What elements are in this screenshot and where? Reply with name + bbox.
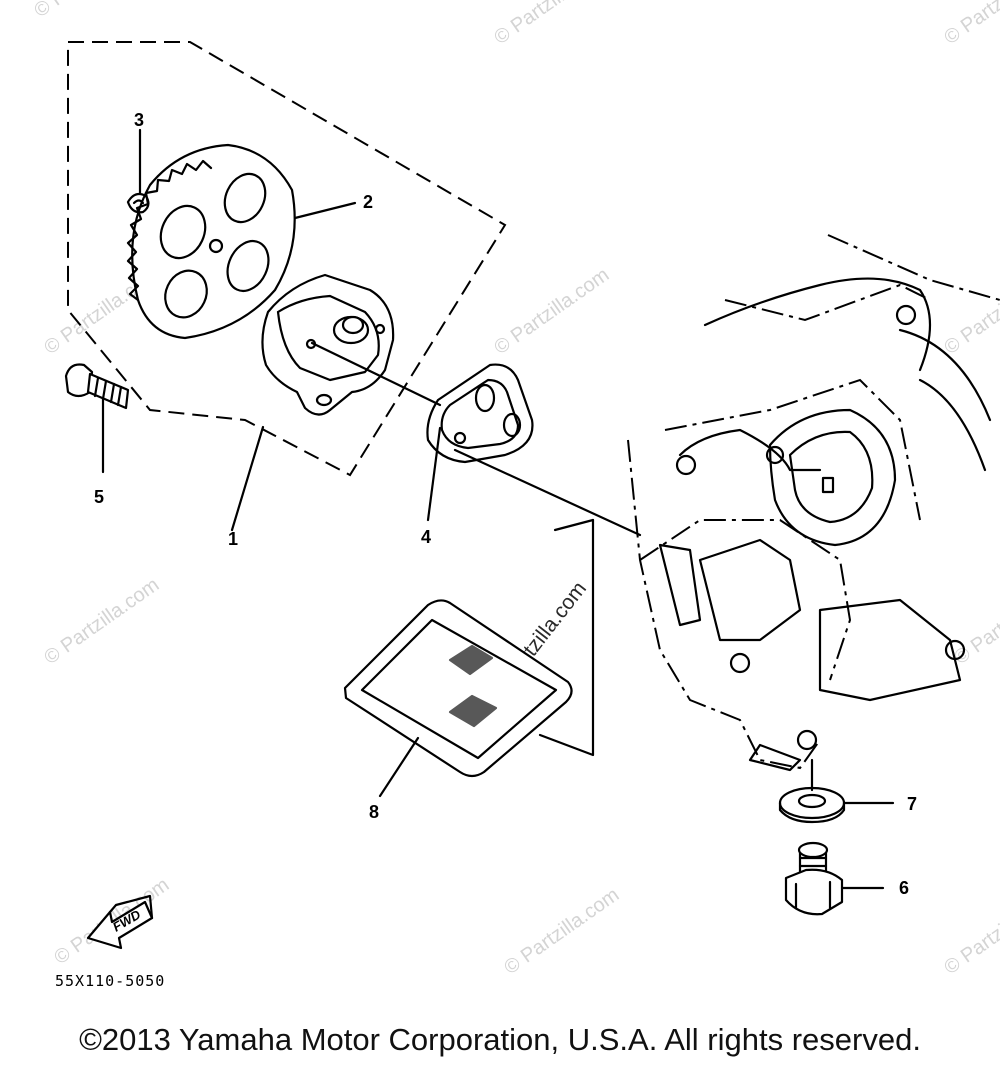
drain-washer	[778, 786, 846, 824]
screw	[64, 363, 130, 410]
callout-2: 2	[363, 192, 373, 212]
callout-1: 1	[228, 529, 238, 549]
watermark: © Partzilla.com	[30, 0, 153, 22]
oil-pump-drive-gear	[126, 143, 296, 340]
watermark: © Partzilla.com	[40, 574, 163, 669]
oil-strainer	[343, 599, 573, 778]
leader-lines	[101, 128, 895, 890]
assembly-boundary	[67, 41, 507, 477]
watermark-layer: © Partzilla.com © Partzilla.com © Partzi…	[30, 0, 1000, 979]
callout-7: 7	[907, 794, 917, 814]
callout-3: 3	[134, 110, 144, 130]
watermark: © Partzilla.com	[490, 264, 613, 359]
circlip	[126, 192, 150, 214]
watermark: © Partzilla.com	[940, 0, 1000, 49]
callout-8: 8	[369, 802, 379, 822]
callout-6: 6	[899, 878, 909, 898]
watermark: © Partzilla.com	[950, 574, 1000, 669]
callouts: 1 2 3 4 5 6 7 8	[94, 110, 917, 898]
oil-pump-body	[261, 273, 395, 416]
watermark: © Partzilla.com	[500, 884, 623, 979]
diagram-code: 55X110-5050	[55, 972, 165, 990]
crankcase	[627, 234, 1000, 772]
copyright-notice: ©2013 Yamaha Motor Corporation, U.S.A. A…	[79, 1022, 921, 1057]
watermark: © Partzilla.com	[940, 884, 1000, 979]
callout-5: 5	[94, 487, 104, 507]
gasket	[426, 363, 534, 464]
watermark: © Partzilla.com	[490, 0, 613, 49]
callout-4: 4	[421, 527, 431, 547]
drain-bolt	[784, 841, 844, 916]
watermark: © Partzilla.com	[940, 264, 1000, 359]
